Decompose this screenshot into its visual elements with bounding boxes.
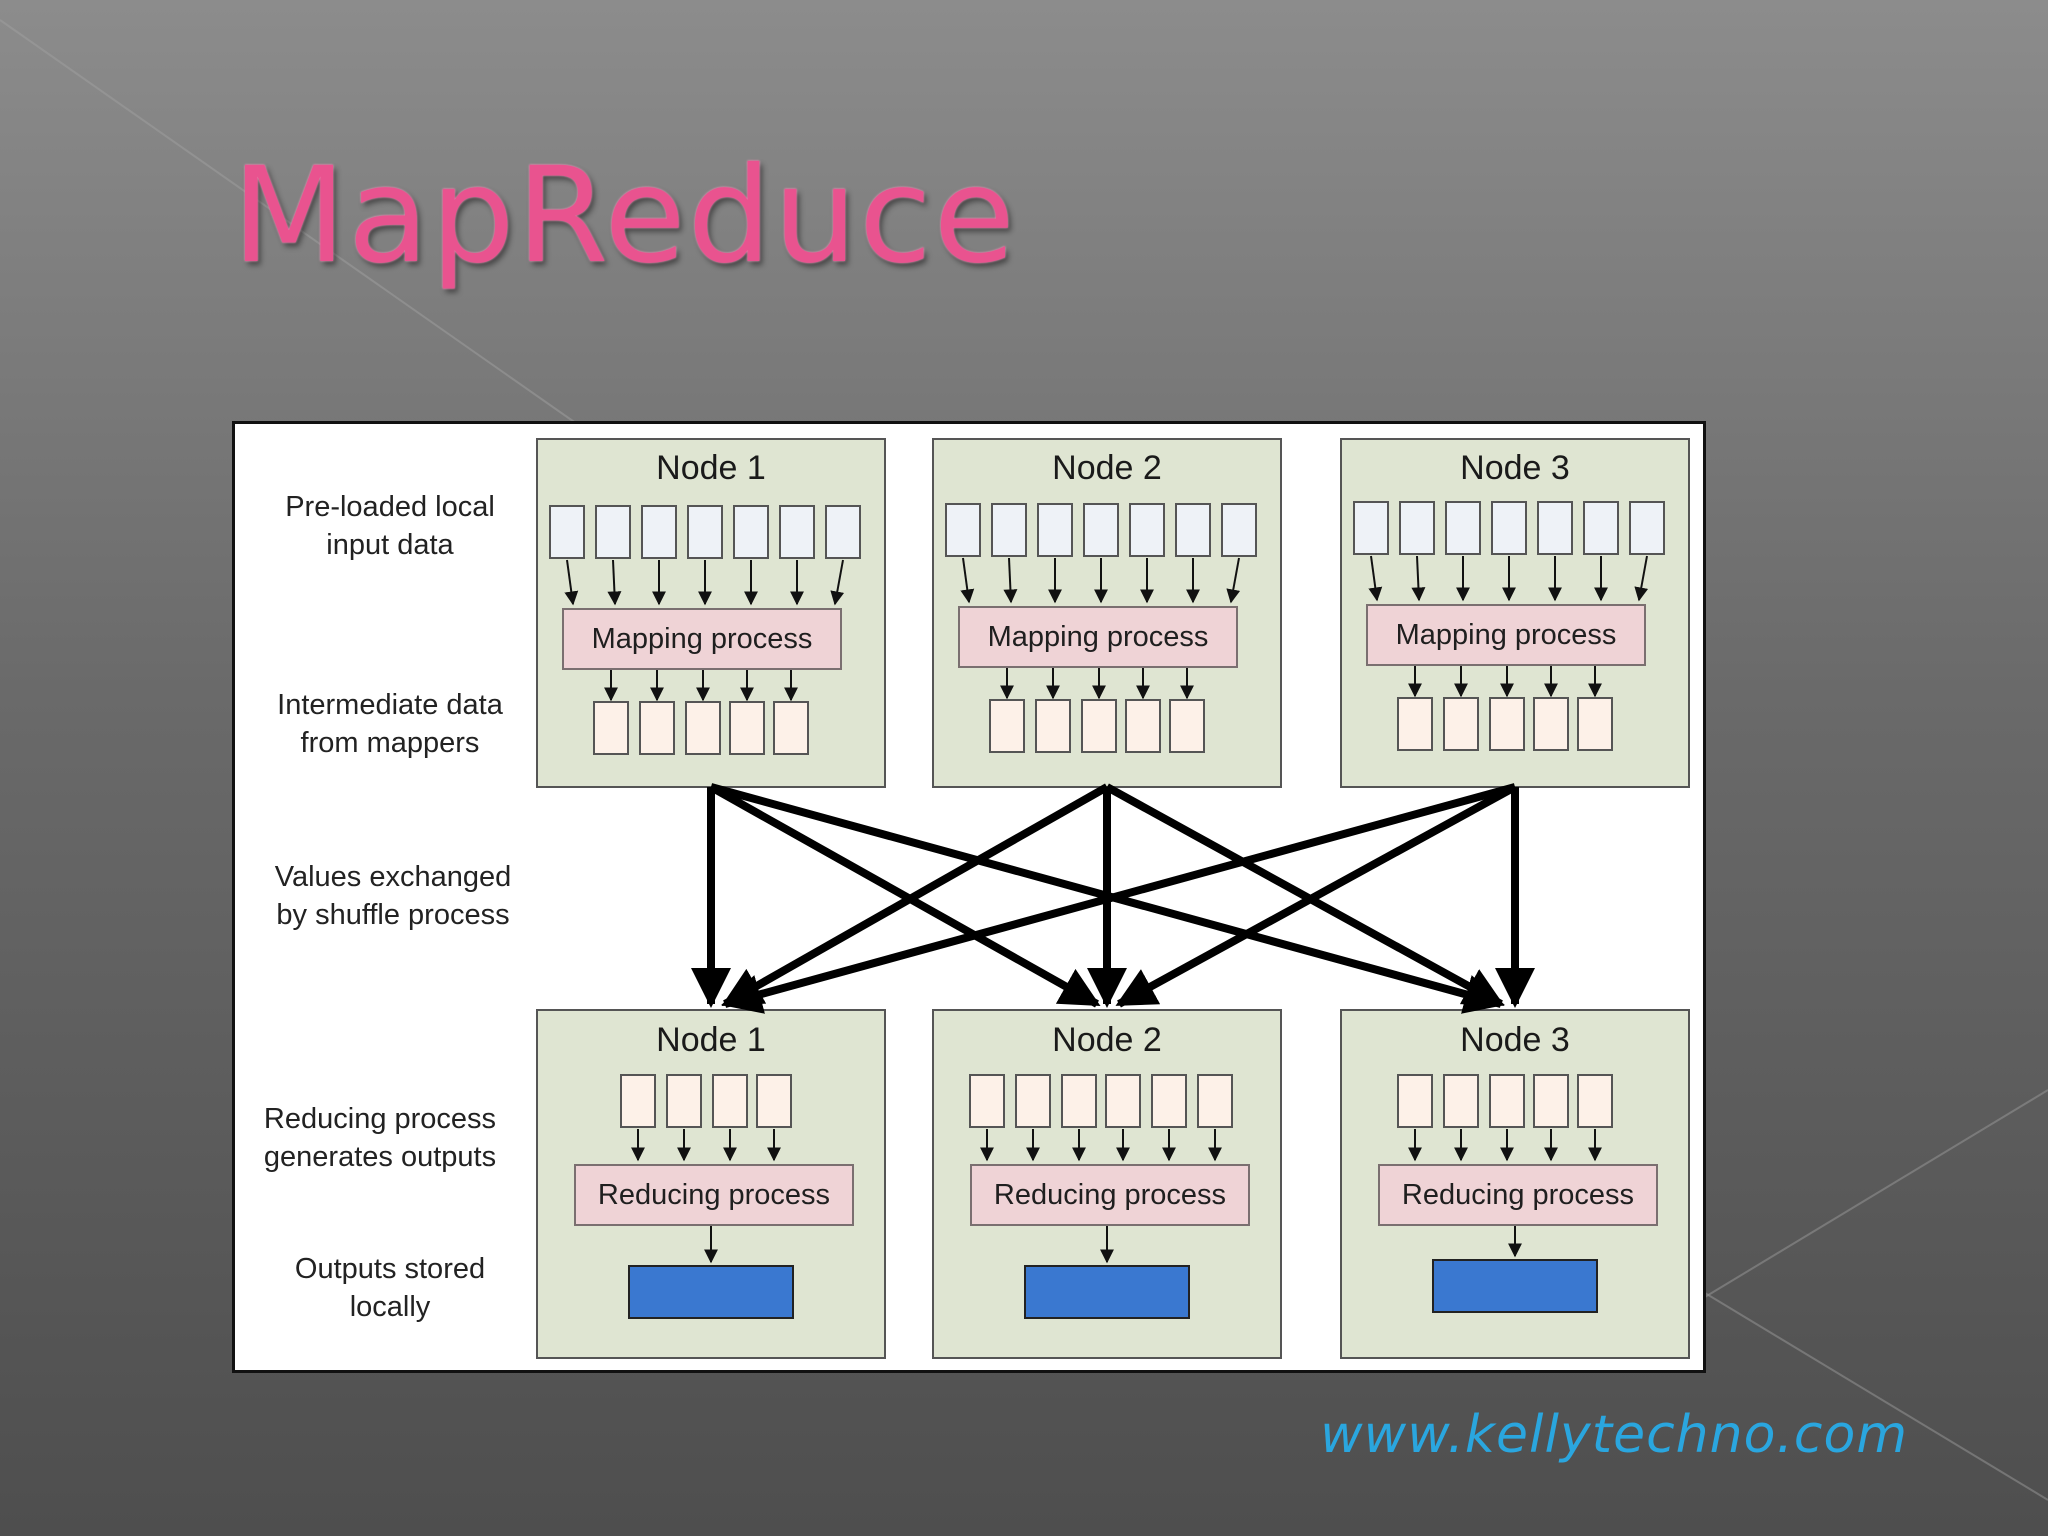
output-block (1024, 1265, 1190, 1319)
row-label-line: Reducing process (263, 1103, 497, 1135)
mapreduce-diagram: Pre-loaded local input data Intermediate… (232, 421, 1706, 1373)
shuffle-arrows (691, 783, 1535, 1014)
row-label-shuffle: Values exchanged by shuffle process (243, 858, 543, 934)
input-blocks (945, 503, 1257, 557)
row-label-intermediate: Intermediate data from mappers (240, 686, 540, 762)
slide-title: MapReduce (232, 139, 1017, 293)
row-label-outputs: Outputs stored locally (240, 1250, 540, 1326)
row-label-line: locally (349, 1291, 431, 1323)
row-label-reducing: Reducing process generates outputs (230, 1100, 530, 1176)
map-node-title: Node 1 (656, 449, 766, 487)
row-label-line: by shuffle process (276, 899, 510, 931)
input-blocks (549, 505, 861, 559)
intermediate-blocks (593, 701, 809, 755)
row-label-line: generates outputs (263, 1141, 497, 1173)
row-label-line: Pre-loaded local (285, 491, 495, 523)
map-node-title: Node 3 (1460, 449, 1570, 487)
output-block (628, 1265, 794, 1319)
row-label-line: input data (326, 529, 454, 561)
intermediate-blocks (1397, 697, 1613, 751)
output-block (1432, 1259, 1598, 1313)
reduce-node-title: Node 3 (1460, 1021, 1570, 1059)
reduce-node-title: Node 1 (656, 1021, 766, 1059)
reduce-node-title: Node 2 (1052, 1021, 1162, 1059)
reducer-input-blocks (620, 1074, 792, 1128)
mapping-process-box: Mapping process (958, 606, 1238, 668)
row-label-line: Outputs stored (294, 1253, 486, 1285)
reducing-process-box: Reducing process (970, 1164, 1250, 1226)
row-label-line: Intermediate data (277, 689, 503, 721)
website-url: www.kellytechno.com (1320, 1405, 1908, 1465)
reducing-process-box: Reducing process (574, 1164, 854, 1226)
row-label-line: from mappers (300, 727, 480, 759)
intermediate-blocks (989, 699, 1205, 753)
map-node-title: Node 2 (1052, 449, 1162, 487)
mapping-process-box: Mapping process (562, 608, 842, 670)
reducing-process-box: Reducing process (1378, 1164, 1658, 1226)
row-label-line: Values exchanged (274, 861, 512, 893)
input-blocks (1353, 501, 1665, 555)
reducer-input-blocks (969, 1074, 1233, 1128)
reducer-input-blocks (1397, 1074, 1613, 1128)
row-label-input: Pre-loaded local input data (240, 488, 540, 564)
mapping-process-box: Mapping process (1366, 604, 1646, 666)
